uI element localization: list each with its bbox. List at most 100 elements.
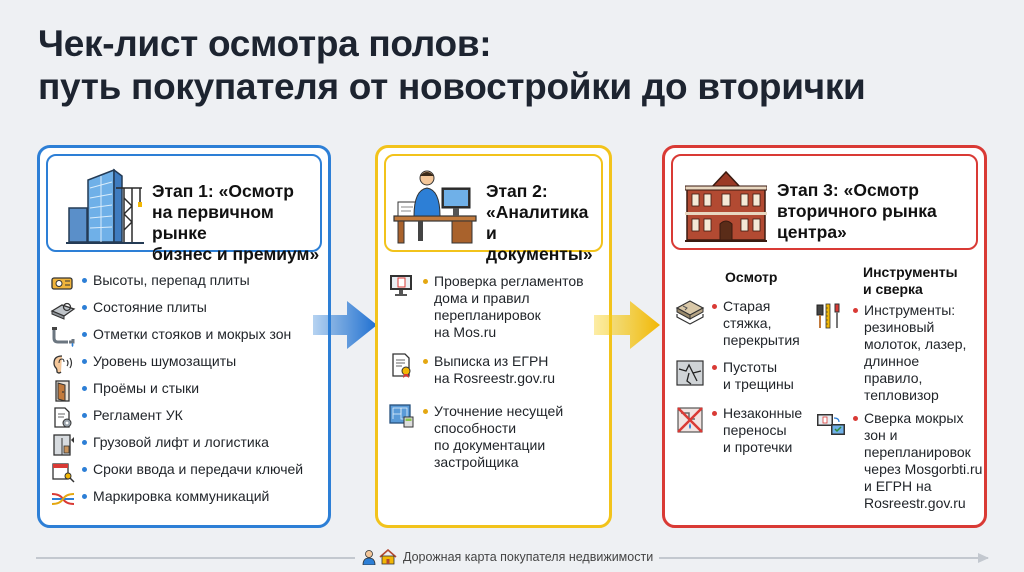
checklist-item-label: Сроки ввода и передачи ключей xyxy=(93,461,304,477)
bullet-dot xyxy=(82,467,87,472)
label-line: Незаконные xyxy=(723,405,803,421)
checklist-item: Отметки стояков и мокрых зон xyxy=(50,326,291,348)
inspect-column-header: Осмотр xyxy=(725,269,778,285)
bullet-dot xyxy=(712,365,717,370)
checklist-item-label: Отметки стояков и мокрых зон xyxy=(93,326,292,342)
bullet-dot xyxy=(82,440,87,445)
label-line: правило, xyxy=(864,370,923,386)
label-line: тепловизор xyxy=(864,387,939,403)
blueprint-icon xyxy=(389,404,414,428)
checklist-item: Состояние плиты xyxy=(50,299,207,321)
bullet-dot xyxy=(82,413,87,418)
bullet-dot xyxy=(423,409,428,414)
house-icon xyxy=(379,549,397,565)
stage-3-title-line: вторичного рынка xyxy=(777,201,937,221)
bullet-dot xyxy=(82,359,87,364)
blue-arrow-icon xyxy=(313,301,377,349)
label-line: Инструменты: xyxy=(864,302,956,318)
bullet-dot xyxy=(82,278,87,283)
checklist-item-label: Уровень шумозащиты xyxy=(93,353,237,369)
stage-1-card: Этап 1: «Осмотр на первичном рынке бизне… xyxy=(37,145,331,528)
inspect-item: Пустоты и трещины xyxy=(675,359,794,393)
checklist-item-label: Уточнение несущей способности по докумен… xyxy=(434,403,563,471)
stage-3-title: Этап 3: «Осмотр вторичного рынка центра» xyxy=(777,180,937,243)
bullet-dot xyxy=(853,416,858,421)
label-line: перепланировок xyxy=(864,444,971,460)
label-line: переносы xyxy=(723,422,787,438)
checklist-item: Маркировка коммуникаций xyxy=(50,488,269,510)
page-title: Чек-лист осмотра полов: путь покупателя … xyxy=(38,22,866,108)
bullet-dot xyxy=(423,279,428,284)
label-line: на Mos.ru xyxy=(434,324,497,340)
checklist-item-label: Выписка из ЕГРН на Rosreestr.gov.ru xyxy=(434,353,555,387)
bullet-dot xyxy=(712,411,717,416)
bullet-dot xyxy=(82,332,87,337)
label-line: молоток, лазер, xyxy=(864,336,967,352)
label-line: резиновый xyxy=(864,319,935,335)
certificate-icon xyxy=(392,353,411,378)
computer-check-icon xyxy=(817,414,845,435)
page-title-line-1: Чек-лист осмотра полов: xyxy=(38,23,492,64)
pipes-icon xyxy=(52,327,75,347)
inspect-item-label: Пустоты и трещины xyxy=(723,359,794,393)
yellow-arrow-icon xyxy=(594,301,660,349)
label-line: способности xyxy=(434,420,517,436)
stage-2-card: Этап 2: «Аналитика и документы» Проверка… xyxy=(375,145,612,528)
inspect-item-label: Старая стяжка, перекрытия xyxy=(723,298,800,349)
stage-3-title-line: Этап 3: «Осмотр xyxy=(777,180,919,200)
ear-icon xyxy=(53,355,73,374)
stage-2-title-line: и документы» xyxy=(486,223,593,264)
checklist-item: Выписка из ЕГРН на Rosreestr.gov.ru xyxy=(389,353,555,387)
stage-3-header: Этап 3: «Осмотр вторичного рынка центра» xyxy=(671,154,978,250)
label-line: зон и xyxy=(864,427,898,443)
slab-icon xyxy=(50,302,76,320)
bullet-dot xyxy=(853,308,858,313)
bullet-dot xyxy=(82,494,87,499)
level-ruler-icon xyxy=(51,277,73,290)
elevator-icon xyxy=(53,434,74,456)
stage-1-title-line: бизнес и премиум» xyxy=(152,244,320,264)
header-line: и сверка xyxy=(863,281,923,297)
calendar-key-icon xyxy=(52,463,75,483)
page-title-line-2: путь покупателя от новостройки до вторич… xyxy=(38,66,866,107)
document-gear-icon xyxy=(54,407,72,428)
label-line: дома и правил xyxy=(434,290,530,306)
label-line: и трещины xyxy=(723,376,794,392)
stage-3-title-line: центра» xyxy=(777,222,847,242)
label-line: через Mosgorbti.ru xyxy=(864,461,983,477)
tools-item-label: Сверка мокрых зон и перепланировок через… xyxy=(864,410,982,512)
inspect-item: Незаконные переносы и протечки xyxy=(675,405,802,456)
inspect-item-label: Незаконные переносы и протечки xyxy=(723,405,802,456)
monitor-document-icon xyxy=(390,275,412,296)
checklist-item: Проёмы и стыки xyxy=(50,380,199,402)
door-icon xyxy=(55,380,70,402)
stage-1-title-line: Этап 1: «Осмотр xyxy=(152,181,294,201)
checklist-item-label: Грузовой лифт и логистика xyxy=(93,434,269,450)
bullet-dot xyxy=(82,305,87,310)
footer-label: Дорожная карта покупателя недвижимости xyxy=(403,550,654,564)
label-line: Старая xyxy=(723,298,771,314)
stage-2-header: Этап 2: «Аналитика и документы» xyxy=(384,154,603,264)
analyst-desk-icon xyxy=(393,170,477,244)
footer: Дорожная карта покупателя недвижимости xyxy=(355,548,660,566)
checklist-item: Уточнение несущей способности по докумен… xyxy=(389,403,563,471)
stage-2-title-line: Этап 2: xyxy=(486,181,548,201)
checklist-item: Высоты, перепад плиты xyxy=(50,272,250,294)
label-line: длинное xyxy=(864,353,920,369)
checklist-item-label: Проёмы и стыки xyxy=(93,380,200,396)
cracked-floor-icon xyxy=(676,360,704,386)
person-icon xyxy=(362,550,376,565)
label-line: перекрытия xyxy=(723,332,800,348)
stage-1-title-line: на первичном рынке xyxy=(152,202,274,243)
inspect-item: Старая стяжка, перекрытия xyxy=(675,298,800,349)
checklist-item-label: Проверка регламентов дома и правил переп… xyxy=(434,273,584,341)
cables-icon xyxy=(51,493,75,505)
stage-2-title-line: «Аналитика xyxy=(486,202,589,222)
tools-icon xyxy=(816,303,840,329)
label-line: на Rosreestr.gov.ru xyxy=(434,370,556,386)
checklist-item-label: Маркировка коммуникаций xyxy=(93,488,270,504)
bullet-dot xyxy=(423,359,428,364)
screed-layers-icon xyxy=(675,300,705,325)
label-line: Проверка регламентов xyxy=(434,273,584,289)
label-line: застройщика xyxy=(434,454,519,470)
